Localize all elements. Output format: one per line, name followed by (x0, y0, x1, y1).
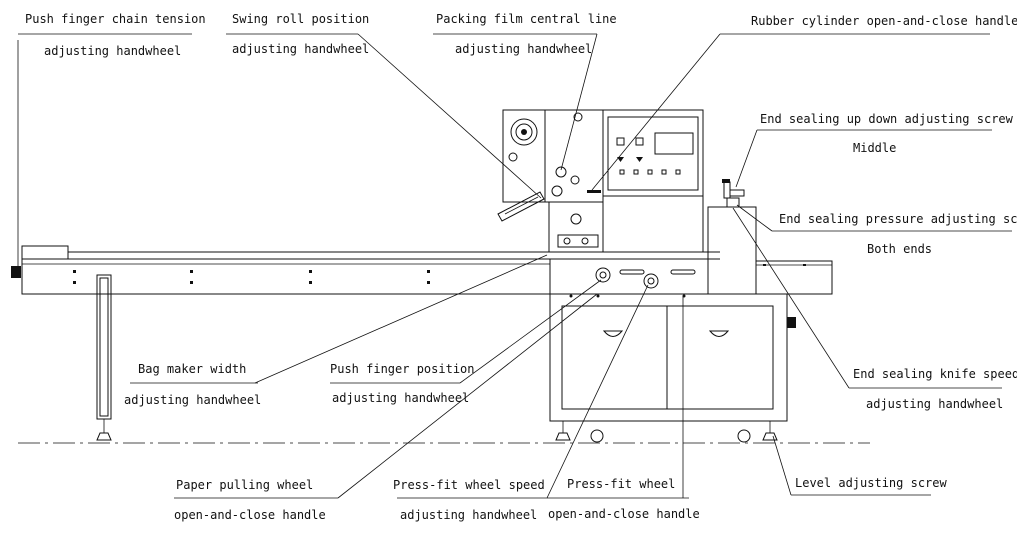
swing-roll-label-1: Swing roll position (232, 12, 369, 26)
callout-labels: Push finger chain tension adjusting hand… (25, 12, 1017, 522)
paper-pulling-label-1: Paper pulling wheel (176, 478, 313, 492)
rubber-cylinder-handle (587, 190, 601, 193)
pressfit-wheel-label-2: open-and-close handle (548, 507, 700, 521)
end-sealing-pressure-label-1: End sealing pressure adjusting screw (779, 212, 1017, 226)
push-finger-position-label-1: Push finger position (330, 362, 475, 376)
bag-maker-width-label-2: adjusting handwheel (124, 393, 261, 407)
end-sealing-knife-label-2: adjusting handwheel (866, 397, 1003, 411)
push-finger-handwheel (595, 267, 611, 283)
end-sealing-updown-label-1: End sealing up down adjusting screw (760, 112, 1014, 126)
infeed-conveyor (11, 40, 720, 295)
rubber-cylinder-label: Rubber cylinder open-and-close handle (751, 14, 1017, 28)
display-screen (654, 132, 694, 155)
pressfit-wheel-label-1: Press-fit wheel (567, 477, 675, 491)
packing-film-label-2: adjusting handwheel (455, 42, 592, 56)
knife-speed-handwheel (787, 317, 796, 328)
main-frame (549, 258, 788, 422)
packing-film-handwheel (555, 166, 567, 178)
level-adjusting-foot (762, 432, 778, 441)
swing-roll-handwheel (551, 185, 563, 197)
film-unit (497, 109, 604, 222)
push-finger-position-label-2: adjusting handwheel (332, 391, 469, 405)
paper-pulling-label-2: open-and-close handle (174, 508, 326, 522)
swing-roll-label-2: adjusting handwheel (232, 42, 369, 56)
end-sealing-knife-label-1: End sealing knife speed (853, 367, 1017, 381)
chain-tension-handwheel (11, 266, 21, 278)
end-sealing-updown-label-2: Middle (853, 141, 896, 155)
packing-film-label-1: Packing film central line (436, 12, 617, 26)
control-cabinet (602, 109, 704, 253)
casters (555, 421, 778, 443)
bag-maker-width-label-1: Bag maker width (138, 362, 246, 376)
end-sealing-pressure-label-2: Both ends (867, 242, 932, 256)
pressfit-speed-label-2: adjusting handwheel (400, 508, 537, 522)
pressfit-speed-handwheel (643, 273, 659, 289)
machine-drawing (11, 40, 870, 444)
push-finger-chain-label-1: Push finger chain tension (25, 12, 206, 26)
pressfit-speed-label-1: Press-fit wheel speed (393, 478, 545, 492)
level-screw-label: Level adjusting screw (795, 476, 947, 490)
infeed-leg (96, 274, 112, 441)
push-finger-chain-label-2: adjusting handwheel (44, 44, 181, 58)
forming-box (548, 201, 604, 253)
leader-lines (18, 33, 1012, 499)
end-sealing-assembly (722, 179, 745, 208)
